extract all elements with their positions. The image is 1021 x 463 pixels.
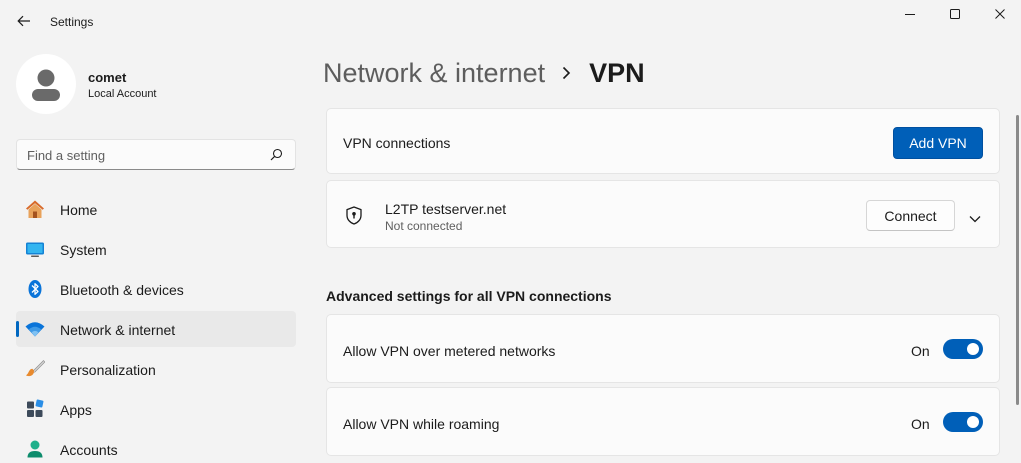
sidebar-item-home[interactable]: Home <box>16 191 296 227</box>
chevron-right-icon <box>562 66 571 80</box>
toggle-state-label: On <box>911 343 930 359</box>
title-bar: Settings <box>0 0 1021 44</box>
paintbrush-icon <box>25 359 45 379</box>
advanced-settings-heading: Advanced settings for all VPN connection… <box>326 288 612 304</box>
setting-row-metered: Allow VPN over metered networks On <box>326 314 1000 383</box>
search-icon[interactable] <box>270 148 283 161</box>
toggle-knob <box>967 343 979 355</box>
sidebar-item-network[interactable]: Network & internet <box>16 311 296 347</box>
maximize-button[interactable] <box>932 0 978 28</box>
back-arrow-icon <box>17 15 30 27</box>
connect-button[interactable]: Connect <box>866 200 955 231</box>
accounts-icon <box>25 439 45 459</box>
close-icon <box>995 9 1005 19</box>
breadcrumb: Network & internet VPN <box>323 55 645 91</box>
setting-label: Allow VPN while roaming <box>343 416 500 432</box>
toggle-state-label: On <box>911 416 930 432</box>
app-title: Settings <box>50 15 94 29</box>
wifi-icon <box>25 319 45 339</box>
search-box[interactable] <box>16 139 296 170</box>
sidebar-item-label: Network & internet <box>60 322 176 338</box>
add-vpn-button[interactable]: Add VPN <box>893 127 983 159</box>
metered-networks-toggle[interactable] <box>943 339 983 359</box>
sidebar-item-apps[interactable]: Apps <box>16 391 296 427</box>
search-input[interactable] <box>27 146 257 164</box>
sidebar-item-bluetooth[interactable]: Bluetooth & devices <box>16 271 296 307</box>
scrollbar[interactable] <box>1016 115 1019 405</box>
sidebar-item-label: Accounts <box>60 442 118 458</box>
bluetooth-icon <box>25 279 45 299</box>
back-button[interactable] <box>8 6 40 36</box>
vpn-connections-label: VPN connections <box>343 135 451 151</box>
close-button[interactable] <box>977 0 1021 28</box>
selection-indicator <box>16 321 19 337</box>
account-type: Local Account <box>88 88 157 100</box>
sidebar-item-label: Home <box>60 202 98 218</box>
connection-name: L2TP testserver.net <box>385 201 507 217</box>
vpn-connection-card[interactable]: L2TP testserver.net Not connected Connec… <box>326 180 1000 248</box>
sidebar-nav: Home System Bluetooth & devices <box>16 191 296 463</box>
sidebar-item-label: System <box>60 242 107 258</box>
connection-status: Not connected <box>385 219 463 233</box>
breadcrumb-parent[interactable]: Network & internet <box>323 57 546 88</box>
vpn-shield-icon <box>345 206 363 230</box>
maximize-icon <box>950 9 960 19</box>
toggle-knob <box>967 416 979 428</box>
sidebar-item-label: Apps <box>60 402 92 418</box>
minimize-button[interactable] <box>887 0 933 28</box>
user-avatar-icon <box>32 69 60 101</box>
sidebar-item-accounts[interactable]: Accounts <box>16 431 296 463</box>
setting-row-roaming: Allow VPN while roaming On <box>326 387 1000 456</box>
home-icon <box>25 199 45 219</box>
vpn-connections-card: VPN connections Add VPN <box>326 108 1000 174</box>
chevron-down-icon[interactable] <box>969 210 981 228</box>
sidebar-item-system[interactable]: System <box>16 231 296 267</box>
roaming-toggle[interactable] <box>943 412 983 432</box>
user-name: comet <box>88 70 127 85</box>
minimize-icon <box>905 14 915 15</box>
sidebar-item-personalization[interactable]: Personalization <box>16 351 296 387</box>
avatar[interactable] <box>16 54 76 114</box>
apps-icon <box>25 399 45 419</box>
sidebar-item-label: Personalization <box>60 362 156 378</box>
sidebar-item-label: Bluetooth & devices <box>60 282 184 298</box>
setting-label: Allow VPN over metered networks <box>343 343 556 359</box>
monitor-icon <box>25 239 45 259</box>
page-title: VPN <box>589 57 645 88</box>
